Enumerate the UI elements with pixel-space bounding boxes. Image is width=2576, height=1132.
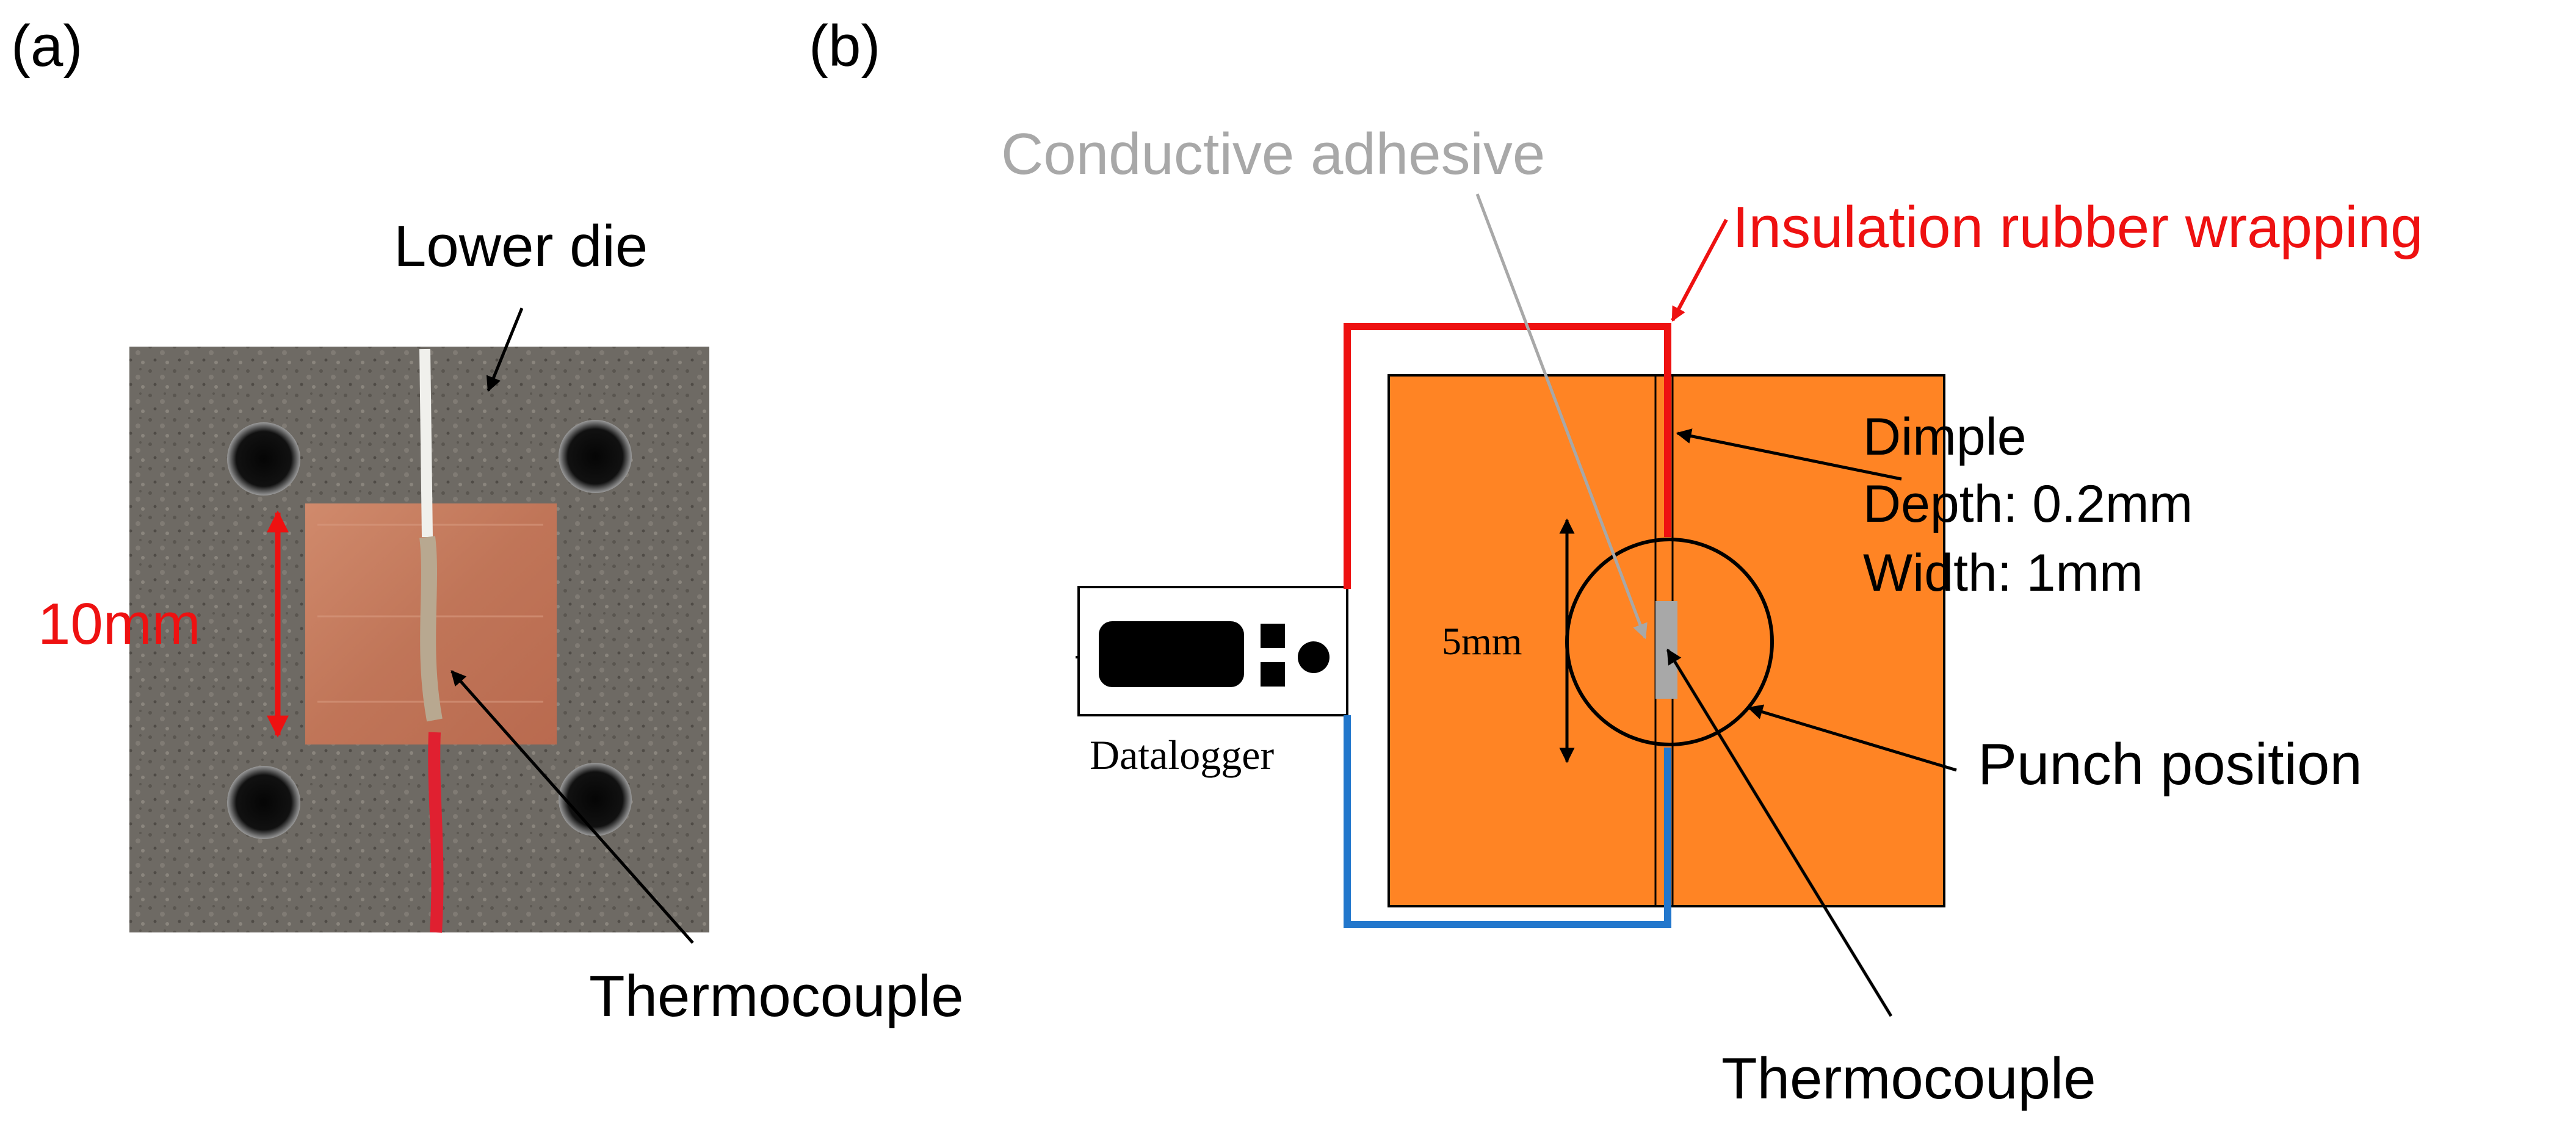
die-photo (129, 347, 709, 933)
insulation-wrapping (1344, 323, 1671, 589)
datalogger (1076, 586, 1348, 716)
insulation-label: Insulation rubber wrapping (1732, 195, 2423, 260)
dimple-width: Width: 1mm (1863, 544, 2143, 602)
punch-label: Punch position (1978, 732, 2362, 797)
conductive-adhesive (1655, 601, 1677, 699)
lower-die-arrow (486, 308, 524, 392)
red-wire (428, 732, 444, 933)
datalogger-button (1261, 624, 1285, 648)
bolt-hole (559, 763, 632, 836)
datalogger-label: Datalogger (1090, 732, 1274, 778)
thermocouple-label-a: Thermocouple (589, 964, 964, 1029)
dimple-depth: Depth: 0.2mm (1863, 475, 2193, 533)
panel-b-label: (b) (809, 13, 880, 79)
thermocouple-arrow-a (450, 670, 694, 944)
dimension-label: 10mm (38, 591, 201, 657)
bolt-hole (227, 422, 300, 496)
diameter-label: 5mm (1442, 619, 1522, 663)
bolt-hole (227, 766, 300, 839)
panel-a-label: (a) (11, 13, 82, 79)
white-wire (419, 348, 433, 538)
lower-die-label: Lower die (394, 214, 648, 279)
dimple-arrow (1676, 428, 1902, 481)
adhesive-arrow (1475, 193, 1648, 640)
dimple-title: Dimple (1863, 408, 2027, 466)
datalogger-button (1261, 662, 1285, 687)
datalogger-knob (1298, 641, 1330, 673)
thermocouple-arrow-b (1666, 648, 1893, 1017)
blue-wire (1344, 715, 1671, 928)
punch-arrow (1747, 704, 1957, 772)
adhesive-label: Conductive adhesive (1001, 121, 1545, 187)
insulation-arrow (1671, 218, 1728, 322)
bolt-hole (559, 420, 632, 493)
datalogger-display (1099, 621, 1244, 687)
adhesive-strip-photo (419, 536, 443, 722)
thermocouple-label-b: Thermocouple (1721, 1046, 2096, 1111)
